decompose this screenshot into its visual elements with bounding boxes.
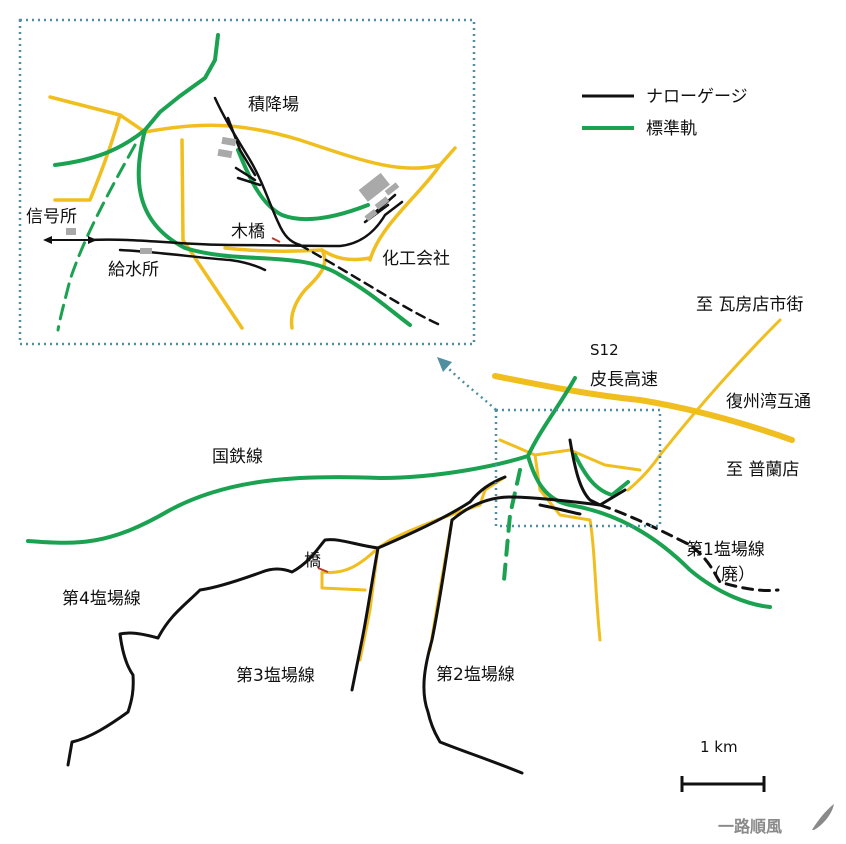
label-line-2: 第2塩場線 [436,665,515,685]
label-fuzhouwan: 復州湾互通 [726,392,811,412]
inset-building [221,136,237,147]
inset-narrow-gauge [88,200,404,248]
inset-frame [18,18,476,346]
inset-bridge-mark [271,237,281,243]
zoom-arrow-line [444,364,497,411]
inset-label-chemical-company: 化工会社 [382,249,450,269]
inset-road [53,113,122,202]
road-to-wafangdian [626,318,782,492]
standard-gauge-s12-spur [526,376,577,458]
inset-road [48,95,147,134]
label-national-rail: 国鉄線 [212,447,263,467]
inset-arrow-icon [43,236,52,244]
standard-gauge-branch [526,454,772,609]
label-line-3: 第3塩場線 [236,666,315,686]
scale-bar: 1 km [680,738,766,792]
label-bridge: 橋 [304,551,321,571]
road-local [588,518,602,642]
scale-label: 1 km [700,738,738,756]
label-s12: S12 [590,341,619,359]
inset-label-signal-box: 信号所 [26,207,77,227]
line-1-abandoned [598,503,780,592]
inset-building [384,182,400,196]
label-line-1: 第1塩場線 [686,540,765,560]
inset-label-loading-yard: 積降場 [248,95,299,115]
label-expressway: 皮長高速 [590,370,658,390]
legend-narrow-gauge-label: ナローゲージ [646,87,748,107]
road-local [320,546,380,592]
inset-building [66,228,76,235]
inset-building [358,172,390,202]
inset-building [140,248,152,254]
narrow-gauge-main [450,495,602,522]
inset-standard-gauge [136,128,412,327]
zoom-area-frame [494,408,662,528]
inset-building [364,208,378,222]
road-local [533,453,592,522]
bridge-mark [317,567,329,573]
inset-map: 積降場 信号所 木橋 給水所 化工会社 [26,33,457,332]
label-to-pulandian: 至 普蘭店 [726,460,799,480]
inset-road [143,123,457,170]
standard-gauge-planned [502,468,522,582]
label-line-1-abandoned: （廃） [704,565,755,585]
label-line-4: 第4塩場線 [62,589,141,609]
standard-gauge-national-rail [26,454,530,545]
inset-narrow-gauge-abandoned [298,243,442,327]
inset-standard-gauge [53,128,147,167]
line-3 [350,546,380,692]
inset-standard-gauge-planned [56,143,137,332]
inset-building [374,196,390,210]
inset-building [217,148,233,159]
line-2 [422,518,524,775]
legend-standard-gauge-label: 標準軌 [646,119,697,139]
inset-standard-gauge [143,33,220,132]
narrow-gauge-yard [538,503,582,516]
line-4 [66,475,507,767]
inset-road [368,163,442,262]
label-to-wafangdian: 至 瓦房店市街 [696,295,803,315]
legend: ナローゲージ 標準軌 [582,87,748,139]
standard-gauge-loop [573,453,630,497]
inset-arrow-icon [88,236,97,244]
inset-narrow-gauge [226,116,262,187]
road-local [498,438,642,472]
expressway [492,373,795,443]
zoom-arrow-icon [437,357,452,372]
watermark: 一路順風 [718,817,782,836]
inset-road [289,248,327,330]
feather-pen-icon [812,804,834,830]
inset-label-wooden-bridge: 木橋 [231,222,265,242]
inset-label-water-station: 給水所 [108,260,159,280]
narrow-gauge-yard [568,438,627,507]
